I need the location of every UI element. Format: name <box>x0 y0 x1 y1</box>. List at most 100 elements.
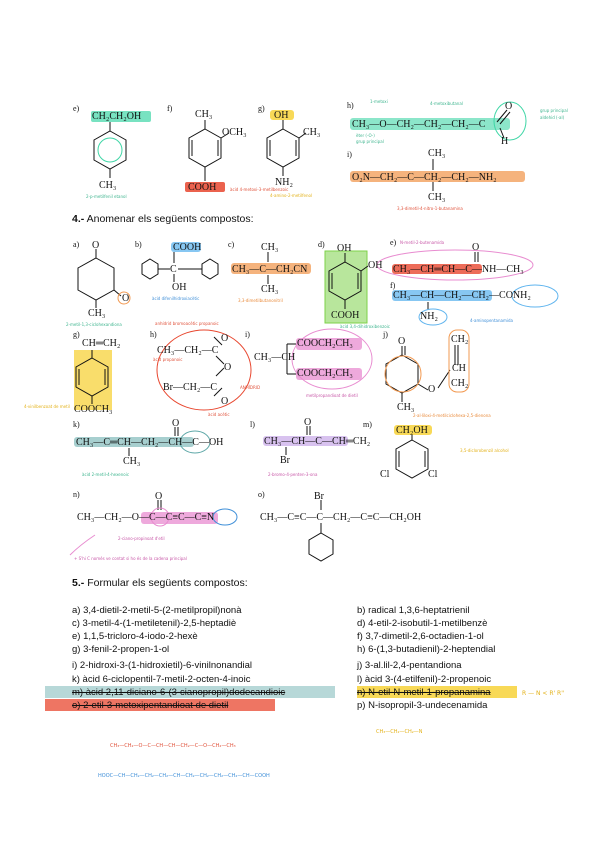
s4-h-label: h) <box>150 330 157 339</box>
s4-d-side: OH <box>368 260 383 271</box>
section-5-number: 5.- <box>72 577 85 589</box>
item-h-note-e: aldehid (-al) <box>540 115 565 120</box>
item-i-label: i) <box>347 150 352 159</box>
s4-h-o2: O <box>224 362 232 373</box>
s5-item-k: k) àcid 6-ciclopentil-7-metil-2-octen-4-… <box>72 674 251 685</box>
item-h-note-a: 1-metoxi <box>370 99 388 104</box>
highlight-f-top <box>185 182 225 192</box>
item-e-bottom: CH₃ <box>99 180 117 191</box>
s4-d-bottom: COOH <box>331 310 360 321</box>
s5-item-i: i) 2-hidroxi-3-(1-hidroxietil)-6-vinilno… <box>72 660 253 671</box>
s4-a-o-side: O <box>122 293 130 304</box>
s4-g-label: g) <box>73 330 80 339</box>
s4-j-bottom: CH₃ <box>397 402 415 413</box>
section-5-text: Formular els següents compostos: <box>87 577 248 589</box>
s4-c-chain: CH₃—C—CH₂CN <box>232 264 308 275</box>
s5-item-m: m) àcid 2,11-diciano-6-(3-cianopropil)do… <box>72 687 286 698</box>
s4-m-note: 3,5-diclorobenzil alcohol <box>460 448 509 453</box>
section-4-number: 4.- <box>72 213 85 225</box>
s4-c-bottom: CH₃ <box>261 284 279 295</box>
item-h-note-f: grup principal <box>356 139 384 144</box>
item-e-label: e) <box>73 104 80 113</box>
s4-d-note: àcid 3,4-dihidroxibenzoic <box>340 324 390 329</box>
ring-f <box>188 128 222 168</box>
s4-k-chain: CH₃—C═CH—CH₂—CH—C—OH <box>76 437 224 448</box>
hand-prop: CH₃—CH₂—CH₂—N <box>376 729 423 735</box>
item-h-o: O <box>505 101 513 112</box>
s4-g-note: 4-vinilbenzoat de metil <box>24 404 70 409</box>
s4-m-left: Cl <box>380 469 390 480</box>
ring-e-circle <box>97 137 123 163</box>
item-f-side: OCH₃ <box>222 127 247 138</box>
s4-k-o: O <box>172 418 180 429</box>
item-e-sub: CH₂CH₂OH <box>92 111 142 122</box>
section-5-heading: 5.- Formular els següents compostos: <box>72 577 248 589</box>
s4-n-chain: CH₃—CH₂—O—C—C≡C—C≡N <box>77 512 215 523</box>
s5-item-e: e) 1,1,5-tricloro-4-iodo-2-hexè <box>72 631 198 642</box>
s4-f-label: f) <box>390 281 396 290</box>
s4-c-top: CH₃ <box>261 242 279 253</box>
s4-e-label: e) <box>390 238 397 247</box>
highlight-i-top <box>350 171 525 182</box>
ring-g <box>266 128 300 168</box>
s4-o-top: Br <box>314 491 324 502</box>
item-i-top: CH₃ <box>428 148 446 159</box>
s4-b-label: b) <box>135 240 142 249</box>
s4-k-label: k) <box>73 420 80 429</box>
s4-j-o: O <box>398 336 406 347</box>
s4-h-note-d: ANHÍDRID <box>240 385 261 390</box>
s4-l-bottom: Br <box>280 455 290 466</box>
item-h-h: H <box>501 136 509 147</box>
s4-l-chain: CH₃—CH—C—CH═CH₂ <box>264 436 371 447</box>
s4-i-bottom: COOCH₂CH₃ <box>297 368 353 379</box>
item-h-label: h) <box>347 101 354 110</box>
s4-d-label: d) <box>318 240 325 249</box>
ring-4a <box>77 257 115 301</box>
s4-a-o-top: O <box>92 240 100 251</box>
item-g-bottom: NH₂ <box>275 177 293 188</box>
item-g-top: OH <box>274 110 289 121</box>
s4-l-label: l) <box>250 420 255 429</box>
s4-a-label: a) <box>73 240 80 249</box>
s4-e-o: O <box>472 242 480 253</box>
hand-m-formula: HOOC—CH—CH₂—CH₂—CH₂—CH—CH₂—CH₂—CH₂—CH₂—C… <box>98 773 270 779</box>
s4-j-note: 2-al·liloxi-4-metilciclohexa-2,5-dienona <box>413 413 491 418</box>
s4-h-r1: CH₃—CH₂—C <box>157 345 219 356</box>
s5-item-j: j) 3-al.lil-2,4-pentandiona <box>357 660 462 671</box>
s4-k-bottom: CH₃ <box>123 456 141 467</box>
s5-item-l: l) àcid 3-(4-etilfenil)-2-propenoic <box>357 674 492 685</box>
s4-e-chain: CH₃—CH═CH—C—NH—CH₃ <box>393 264 524 275</box>
s4-n-note2: + S'hi C només ve contat si ho és de la … <box>74 556 187 561</box>
s4-f-sub: NH₂ <box>420 311 438 322</box>
s5-item-g: g) 3-fenil-2-propen-1-ol <box>72 644 170 655</box>
s5-item-f: f) 3,7-dimetil-2,6-octadien-1-ol <box>357 631 484 642</box>
s4-h-o3: O <box>221 396 229 407</box>
item-h-chain: CH₃—O—CH₂—CH₂—CH₂—C <box>352 119 486 130</box>
s5-item-o: o) 2-etil-3-metoxipentandioat de dietil <box>72 700 229 711</box>
s5-item-h: h) 6-(1,3-butadienil)-2-heptendial <box>357 644 496 655</box>
s4-j-ether-o: O <box>428 384 436 395</box>
section-4-text: Anomenar els següents compostos: <box>86 213 254 225</box>
s5-item-p: p) N-isopropil-3-undecenamida <box>357 700 488 711</box>
highlight-h-top <box>350 118 510 130</box>
s4-j-label: j) <box>383 330 388 339</box>
item-g-side: CH₃ <box>303 127 321 138</box>
item-i-bottom: CH₃ <box>428 192 446 203</box>
s4-o-chain: CH₃—C≡C—C—CH₂—C≡C—CH₂OH <box>260 512 422 523</box>
s4-b-mid: C <box>170 264 177 275</box>
s4-h-note-c: àcid acètic <box>208 412 230 417</box>
s4-i-top: COOCH₂CH₃ <box>297 338 353 349</box>
item-e-note: 2-p-metilfenil etanol <box>86 194 127 199</box>
s4-b-top: COOH <box>173 242 202 253</box>
highlight-e-top <box>91 111 151 122</box>
s4-a-note: 2-metil-1,3-ciclohexandiona <box>66 322 122 327</box>
s4-i-base: CH₃—CH <box>254 352 296 363</box>
s4-m-label: m) <box>363 420 372 429</box>
section-4-heading: 4.- Anomenar els següents compostos: <box>72 213 254 225</box>
item-g-label: g) <box>258 104 265 113</box>
s4-g-top: CH═CH₂ <box>82 338 121 349</box>
ring-e <box>93 130 127 170</box>
item-f-top: CH₃ <box>195 109 213 120</box>
s4-k-note: àcid 2-metil-4-hexenoic <box>82 472 130 477</box>
